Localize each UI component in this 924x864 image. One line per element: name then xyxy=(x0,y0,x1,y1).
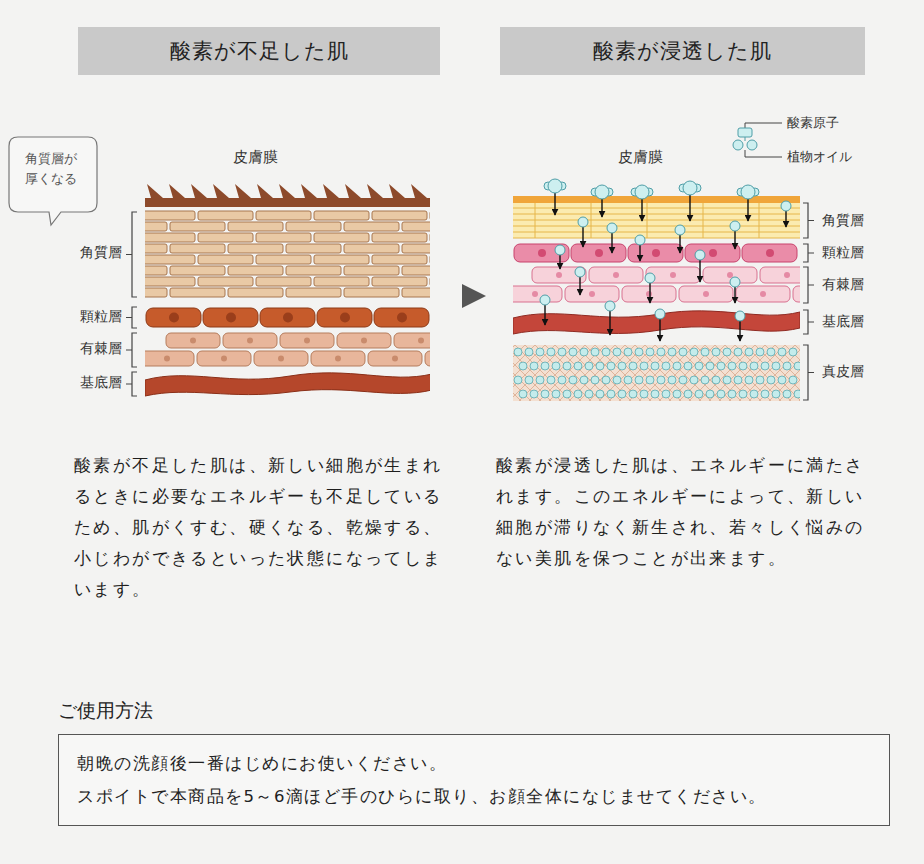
speech-bubble: 角質層が厚くなる xyxy=(8,136,98,226)
layer-label: 基底層 xyxy=(822,313,864,331)
usage-line: スポイトで本商品を5～6滴ほど手のひらに取り、お顔全体になじませてください。 xyxy=(77,780,871,813)
layer-label: 有棘層 xyxy=(80,340,122,358)
description-text: 酸素が不足した肌は、新しい細胞が生まれるときに必要なエネルギーも不足しているため… xyxy=(74,450,452,605)
description-text: 酸素が浸透した肌は、エネルギーに満たされます。このエネルギーによって、新しい細胞… xyxy=(496,450,874,574)
layer-label: 真皮層 xyxy=(822,363,864,381)
oxygen-rich-skin xyxy=(513,179,800,401)
header-text: 酸素が不足した肌 xyxy=(170,37,349,65)
section-heading: ご使用方法 xyxy=(58,698,890,724)
legend-text: 植物オイル xyxy=(787,148,852,166)
layer-label: 角質層 xyxy=(80,244,122,262)
usage-box: ご使用方法朝晩の洗顔後一番はじめにお使いください。スポイトで本商品を5～6滴ほど… xyxy=(58,698,890,826)
legend-text: 酸素原子 xyxy=(787,114,839,132)
layer-label: 皮膚膜 xyxy=(233,148,278,167)
layer-label: 角質層 xyxy=(822,212,864,230)
oxygen-poor-skin xyxy=(145,184,430,396)
molecule-legend-icon xyxy=(733,123,782,157)
layer-label: 顆粒層 xyxy=(80,308,122,326)
usage-line: 朝晩の洗顔後一番はじめにお使いください。 xyxy=(77,747,871,780)
layer-label: 基底層 xyxy=(80,374,122,392)
header-band: 酸素が不足した肌 xyxy=(78,27,440,75)
layer-label: 有棘層 xyxy=(822,276,864,294)
header-text: 酸素が浸透した肌 xyxy=(593,37,772,65)
header-band: 酸素が浸透した肌 xyxy=(500,27,865,75)
layer-brackets xyxy=(126,203,814,400)
transition-arrow xyxy=(462,284,486,308)
usage-frame: 朝晩の洗顔後一番はじめにお使いください。スポイトで本商品を5～6滴ほど手のひらに… xyxy=(58,734,890,826)
layer-label: 皮膚膜 xyxy=(618,148,663,167)
layer-label: 顆粒層 xyxy=(822,244,864,262)
callout-text: 角質層が厚くなる xyxy=(25,149,81,188)
